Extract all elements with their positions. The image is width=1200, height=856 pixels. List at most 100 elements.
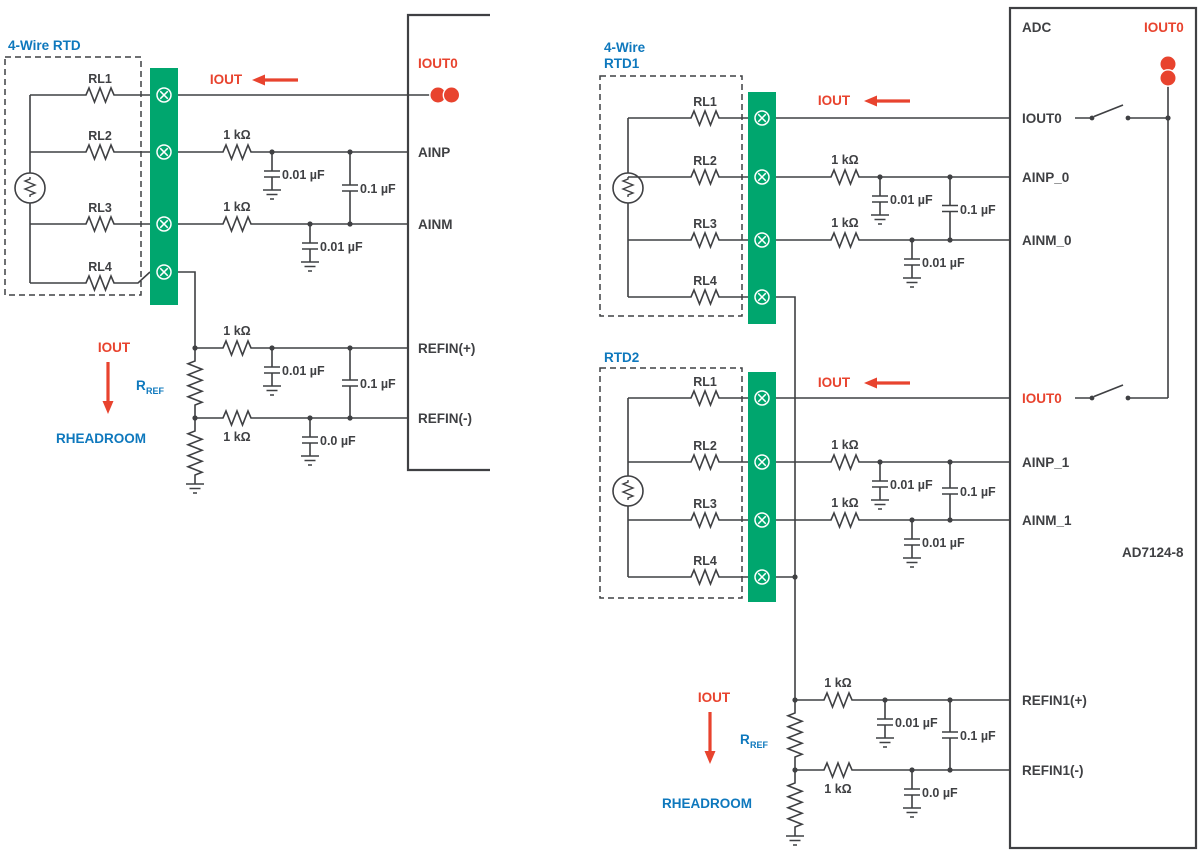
terminal-block-1 (748, 92, 776, 324)
rref-label: R (136, 378, 146, 393)
label-rl4: RL4 (693, 554, 717, 568)
resistor-rl2 (686, 169, 724, 185)
cap-value-label: 0.01 µF (895, 716, 938, 730)
rtd1-title-line1: 4-Wire (604, 40, 646, 55)
capacitor-differential (941, 478, 959, 504)
resistor-1k (826, 454, 864, 470)
label-rl3: RL3 (693, 497, 717, 511)
pin-label-refin1-p: REFIN1(+) (1022, 693, 1087, 708)
capacitor-differential (341, 370, 359, 396)
capacitor-to-ground (875, 709, 895, 748)
capacitor-to-ground (262, 357, 282, 396)
label-rl1: RL1 (693, 375, 717, 389)
label-rl1: RL1 (693, 95, 717, 109)
resistor-value-label: 1 kΩ (824, 676, 851, 690)
terminal-block-2 (748, 372, 776, 602)
resistor-rl4 (686, 289, 724, 305)
resistor-1k (218, 144, 256, 160)
resistor-value-label: 1 kΩ (223, 430, 250, 444)
label-rl3: RL3 (88, 201, 112, 215)
pin-label-ainm1: AINM_1 (1022, 513, 1072, 528)
iout-label: IOUT (210, 72, 243, 87)
rheadroom-resistor (187, 424, 203, 482)
adc-label: ADC (1022, 20, 1051, 35)
cap-value-label: 0.01 µF (282, 364, 325, 378)
capacitor-to-ground (902, 249, 922, 288)
right-figure: 4-Wire RTD1 RTD2 RL1 RL2 RL3 RL4 RL1 RL2… (599, 6, 1198, 850)
cap-value-label: 0.1 µF (960, 203, 996, 217)
resistor-rl3 (81, 216, 119, 232)
ground-icon (185, 483, 205, 494)
iout-label: IOUT (818, 375, 851, 390)
rref-label: R (740, 732, 750, 747)
arrow-left-icon (862, 375, 912, 391)
cap-value-label: 0.01 µF (922, 536, 965, 550)
resistor-1k (826, 169, 864, 185)
left-figure: 4-Wire RTD RL1 RL2 RL3 RL4 IOUT 1 kΩ 0.0… (4, 13, 490, 494)
resistor-value-label: 1 kΩ (831, 153, 858, 167)
resistor-rl3 (686, 232, 724, 248)
resistor-value-label: 1 kΩ (223, 324, 250, 338)
resistor-1k (218, 410, 256, 426)
junction-dots (192, 149, 353, 421)
cap-value-label: 0.01 µF (890, 193, 933, 207)
label-rl2: RL2 (693, 439, 717, 453)
pin-label-refin-m: REFIN(-) (418, 411, 472, 426)
capacitor-to-ground (902, 529, 922, 568)
rtd-title: 4-Wire RTD (8, 38, 81, 53)
pin-label-ainm0: AINM_0 (1022, 233, 1072, 248)
arrow-down-icon (100, 360, 116, 416)
cap-value-label: 0.01 µF (922, 256, 965, 270)
label-rl1: RL1 (88, 72, 112, 86)
cap-value-label: 0.1 µF (360, 377, 396, 391)
current-source-icon (429, 86, 461, 104)
iout-label: IOUT (698, 690, 731, 705)
ground-icon (785, 835, 805, 846)
cap-value-label: 0.1 µF (960, 729, 996, 743)
resistor-rl1 (81, 87, 119, 103)
resistor-value-label: 1 kΩ (824, 782, 851, 796)
rheadroom-resistor (787, 776, 803, 834)
resistor-rl4 (81, 275, 119, 291)
resistor-value-label: 1 kΩ (223, 200, 250, 214)
capacitor-differential (341, 175, 359, 201)
iout-label: IOUT (98, 340, 131, 355)
switch-icon (1088, 384, 1132, 402)
rheadroom-label: RHEADROOM (56, 431, 146, 446)
rtd1-dashed-box (599, 75, 743, 317)
resistor-rl2 (686, 454, 724, 470)
pin-label-iout0: IOUT0 (418, 56, 458, 71)
wires (627, 86, 1169, 836)
pin-label-refin-p: REFIN(+) (418, 341, 475, 356)
resistor-rl4 (686, 569, 724, 585)
adc-box (1008, 6, 1198, 850)
label-rl2: RL2 (693, 154, 717, 168)
pin-label-refin1-m: REFIN1(-) (1022, 763, 1084, 778)
resistor-value-label: 1 kΩ (831, 438, 858, 452)
resistor-1k (218, 340, 256, 356)
capacitor-to-ground (262, 161, 282, 200)
resistor-value-label: 1 kΩ (831, 216, 858, 230)
iout-label: IOUT (818, 93, 851, 108)
iout0-top-label: IOUT0 (1144, 20, 1184, 35)
rtd1-sensor-symbol (612, 172, 644, 204)
pin-label-ainp1: AINP_1 (1022, 455, 1070, 470)
rtd2-dashed-box (599, 367, 743, 599)
pin-label-ainm: AINM (418, 217, 453, 232)
capacitor-to-ground (870, 186, 890, 225)
adc-box-partial (406, 13, 490, 472)
junction-dots (792, 115, 1171, 773)
rtd-sensor-symbol (14, 172, 46, 204)
current-source-icon (1159, 55, 1177, 87)
capacitor-to-ground (870, 471, 890, 510)
pin-label-ainp: AINP (418, 145, 450, 160)
resistor-rl3 (686, 512, 724, 528)
capacitor-to-ground (300, 233, 320, 272)
cap-value-label: 0.01 µF (320, 240, 363, 254)
resistor-rl1 (686, 390, 724, 406)
rtd-dashed-box (4, 56, 142, 296)
capacitor-differential (941, 722, 959, 748)
capacitor-to-ground (902, 779, 922, 818)
arrow-left-icon (250, 72, 300, 88)
